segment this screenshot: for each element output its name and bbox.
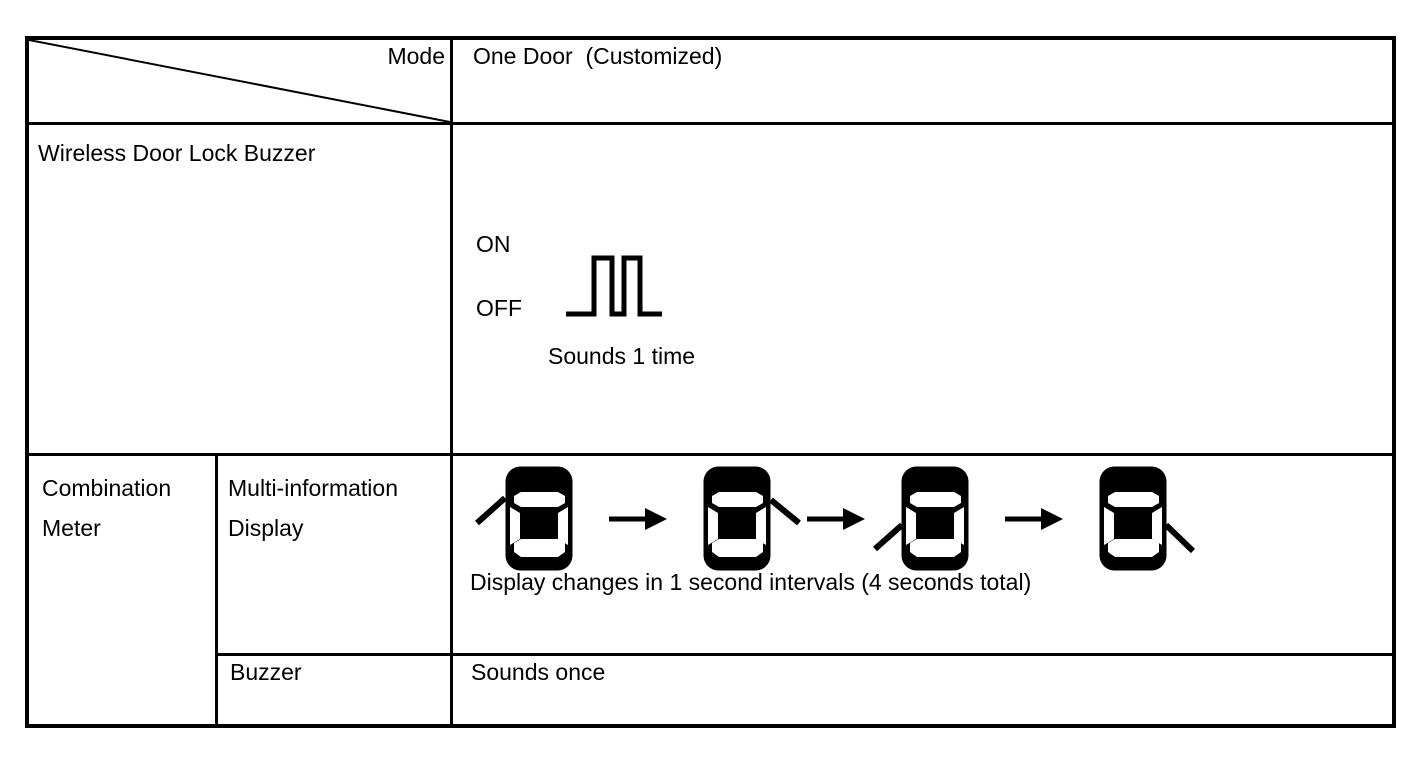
combination-meter-label: Combination Meter [29,456,215,724]
waveform-on-label: ON [476,231,511,257]
waveform-off-label: OFF [476,295,522,321]
car-rear-left-door-open-icon [873,466,969,571]
multi-information-display-cell: Display changes in 1 second intervals (4… [453,456,1392,653]
combination-meter-buzzer-value: Sounds once [453,656,1392,724]
arrow-right-icon [807,508,865,530]
buzzer-waveform-cell: ON OFF Sounds 1 time [453,125,1392,453]
customization-table: Mode One Door (Customized) Wireless Door… [25,36,1396,728]
diagonal-header-cell: Mode [29,40,450,122]
multi-information-display-label: Multi-information Display [218,456,450,653]
car-front-left-door-open-icon [475,466,573,571]
wireless-door-lock-buzzer-label: Wireless Door Lock Buzzer [29,125,450,453]
buzzer-waveform-caption: Sounds 1 time [548,343,696,369]
mode-value: One Door (Customized) [453,40,1392,122]
mode-label: Mode [387,43,445,69]
arrow-right-icon [609,508,667,530]
arrow-right-icon [1005,508,1063,530]
door-display-sequence [475,465,1197,572]
display-sequence-caption: Display changes in 1 second intervals (4… [470,569,1032,595]
diagonal-line [29,40,450,122]
car-rear-right-door-open-icon [1099,466,1196,571]
combination-meter-buzzer-label: Buzzer [218,656,450,724]
buzzer-pulse-waveform-icon [566,255,662,317]
car-front-right-door-open-icon [703,466,801,571]
